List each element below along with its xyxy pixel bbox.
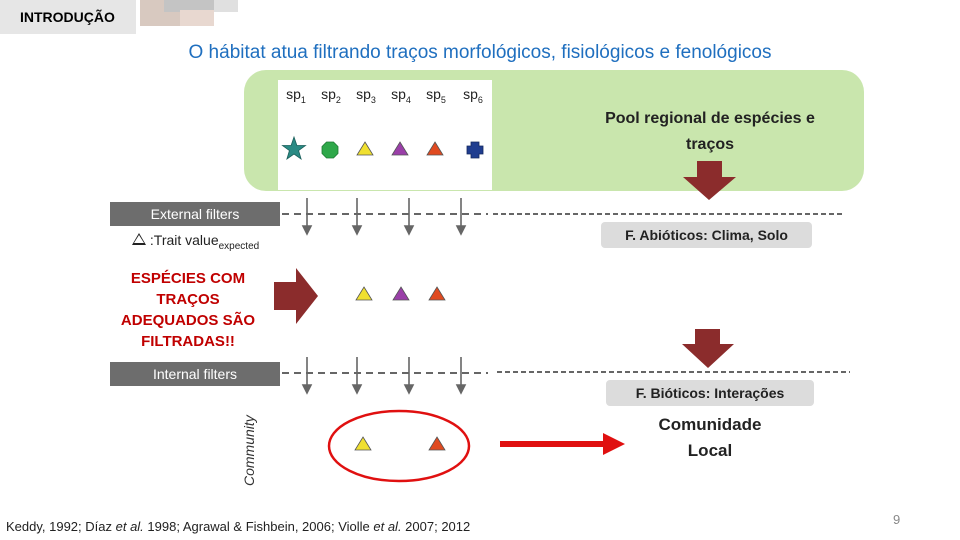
species-label-6: sp6 <box>463 86 483 105</box>
species-label-2: sp2 <box>321 86 341 105</box>
filtered-triangle-purple <box>392 286 410 301</box>
external-filter-arrows <box>301 198 467 236</box>
decor-block-2 <box>164 0 214 12</box>
cross-icon <box>466 141 484 159</box>
filtered-text-line-3: ADEQUADOS SÃO <box>120 312 256 329</box>
species-label-5: sp5 <box>426 86 446 105</box>
down-arrow-icon-2 <box>682 329 734 368</box>
species-labels: sp1 sp2 sp3 sp4 sp5 sp6 <box>278 86 492 108</box>
triangle-orange-icon <box>426 141 444 156</box>
external-filters-label: External filters <box>110 202 280 226</box>
decor-block-4 <box>214 0 238 12</box>
species-panel <box>278 80 492 190</box>
community-ellipse <box>327 409 471 483</box>
local-text-line-2: Local <box>687 441 733 460</box>
down-arrow-icon-1 <box>683 161 736 200</box>
filtered-text-line-4: FILTRADAS!! <box>141 333 235 350</box>
triangle-purple-icon <box>391 141 409 156</box>
biotic-filters-label: F. Bióticos: Interações <box>606 380 814 406</box>
local-text-line-1: Comunidade <box>658 415 762 434</box>
citation: Keddy, 1992; Díaz et al. 1998; Agrawal &… <box>6 519 471 534</box>
section-tab <box>0 0 136 34</box>
filtered-triangle-yellow <box>355 286 373 301</box>
trait-legend-sub: expected <box>218 240 260 252</box>
filtered-text-line-2: TRAÇOS <box>156 291 220 308</box>
page-number: 9 <box>893 512 901 527</box>
local-community-label: Comunidade Local <box>640 412 780 464</box>
filtered-species-text: ESPÉCIES COM TRAÇOS ADEQUADOS SÃO FILTRA… <box>108 268 268 352</box>
species-label-4: sp4 <box>391 86 411 105</box>
bright-arrow-shaft <box>500 441 605 447</box>
community-triangle-orange <box>428 436 446 451</box>
community-triangle-yellow <box>354 436 372 451</box>
star-icon <box>281 135 307 160</box>
internal-filters-label: Internal filters <box>110 362 280 386</box>
decor-block-3 <box>180 10 214 26</box>
triangle-yellow-icon <box>356 141 374 156</box>
octagon-icon <box>321 141 339 159</box>
trait-legend-text: :Trait value <box>149 232 219 248</box>
filtered-triangle-orange <box>428 286 446 301</box>
bright-arrow-head <box>603 433 625 455</box>
pool-label: Pool regional de espécies e traços <box>605 110 815 153</box>
triangle-outline-icon <box>132 233 146 245</box>
species-label-3: sp3 <box>356 86 376 105</box>
abiotic-filters-label: F. Abióticos: Clima, Solo <box>601 222 812 248</box>
species-label-1: sp1 <box>286 86 306 105</box>
right-arrow-icon <box>274 268 318 324</box>
slide-title: O hábitat atua filtrando traços morfológ… <box>188 42 772 63</box>
trait-legend: :Trait valueexpected <box>132 232 259 252</box>
section-label: INTRODUÇÃO <box>20 9 115 25</box>
filtered-text-line-1: ESPÉCIES COM <box>130 270 246 287</box>
internal-filter-arrows <box>301 357 467 395</box>
